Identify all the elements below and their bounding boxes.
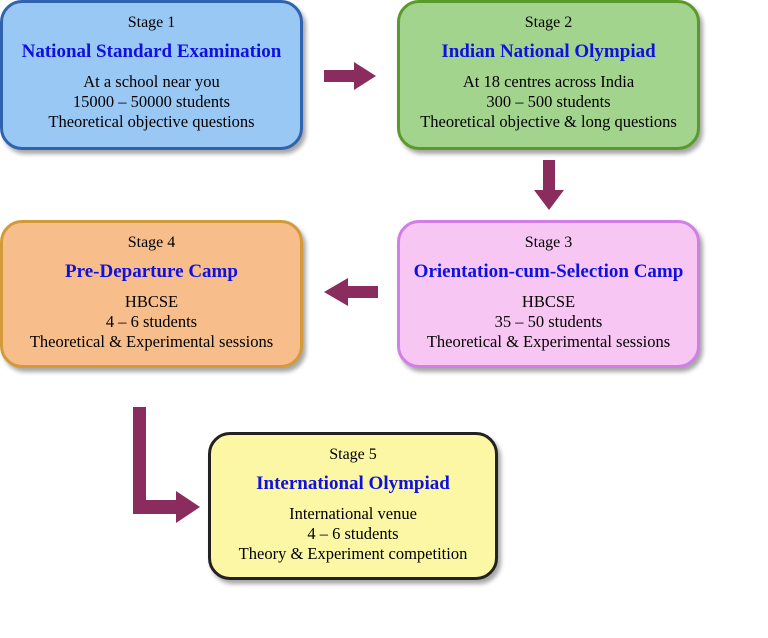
arrow-stage3-to-stage4 — [324, 278, 378, 306]
stage-detail-line: At a school near you — [83, 72, 220, 91]
stage-label: Stage 3 — [524, 234, 573, 251]
stage-title: Indian National Olympiad — [441, 41, 656, 62]
stage-4-box: Stage 4 Pre-Departure Camp HBCSE 4 – 6 s… — [0, 220, 303, 368]
stage-detail-line: HBCSE — [124, 292, 179, 311]
stage-label: Stage 2 — [524, 14, 573, 31]
stage-details: HBCSE 35 – 50 students Theoretical & Exp… — [400, 292, 697, 352]
stage-detail-line: 15000 – 50000 students — [72, 92, 231, 111]
stage-detail-line: At 18 centres across India — [462, 72, 635, 91]
stage-title: Pre-Departure Camp — [65, 261, 238, 282]
stage-1-box: Stage 1 National Standard Examination At… — [0, 0, 303, 150]
stage-2-box: Stage 2 Indian National Olympiad At 18 c… — [397, 0, 700, 150]
stage-detail-line: Theoretical & Experimental sessions — [29, 332, 274, 351]
stage-title: National Standard Examination — [21, 41, 282, 62]
stage-3-box: Stage 3 Orientation-cum-Selection Camp H… — [397, 220, 700, 368]
stage-label: Stage 1 — [127, 14, 176, 31]
arrow-stage1-to-stage2 — [324, 62, 376, 90]
stage-label: Stage 5 — [329, 446, 377, 463]
stage-label: Stage 4 — [127, 234, 176, 251]
stage-detail-line: 4 – 6 students — [307, 524, 399, 543]
stage-detail-line: International venue — [289, 504, 417, 523]
stage-title: International Olympiad — [256, 473, 450, 494]
stage-detail-line: 35 – 50 students — [494, 312, 603, 331]
stage-details: International venue 4 – 6 students Theor… — [211, 504, 495, 564]
stage-detail-line: HBCSE — [521, 292, 576, 311]
stage-detail-line: Theory & Experiment competition — [238, 544, 468, 563]
stage-title: Orientation-cum-Selection Camp — [413, 261, 684, 282]
stage-detail-line: Theoretical & Experimental sessions — [426, 332, 671, 351]
stage-detail-line: Theoretical objective questions — [48, 112, 255, 131]
stage-details: At 18 centres across India 300 – 500 stu… — [400, 72, 697, 132]
stage-details: HBCSE 4 – 6 students Theoretical & Exper… — [3, 292, 300, 352]
stage-details: At a school near you 15000 – 50000 stude… — [3, 72, 300, 132]
stage-detail-line: 300 – 500 students — [486, 92, 611, 111]
stage-detail-line: Theoretical objective & long questions — [420, 112, 677, 131]
stage-detail-line: 4 – 6 students — [105, 312, 198, 331]
stage-5-box: Stage 5 International Olympiad Internati… — [208, 432, 498, 580]
arrow-stage2-to-stage3 — [534, 160, 564, 210]
arrow-stage4-to-stage5 — [133, 407, 200, 523]
